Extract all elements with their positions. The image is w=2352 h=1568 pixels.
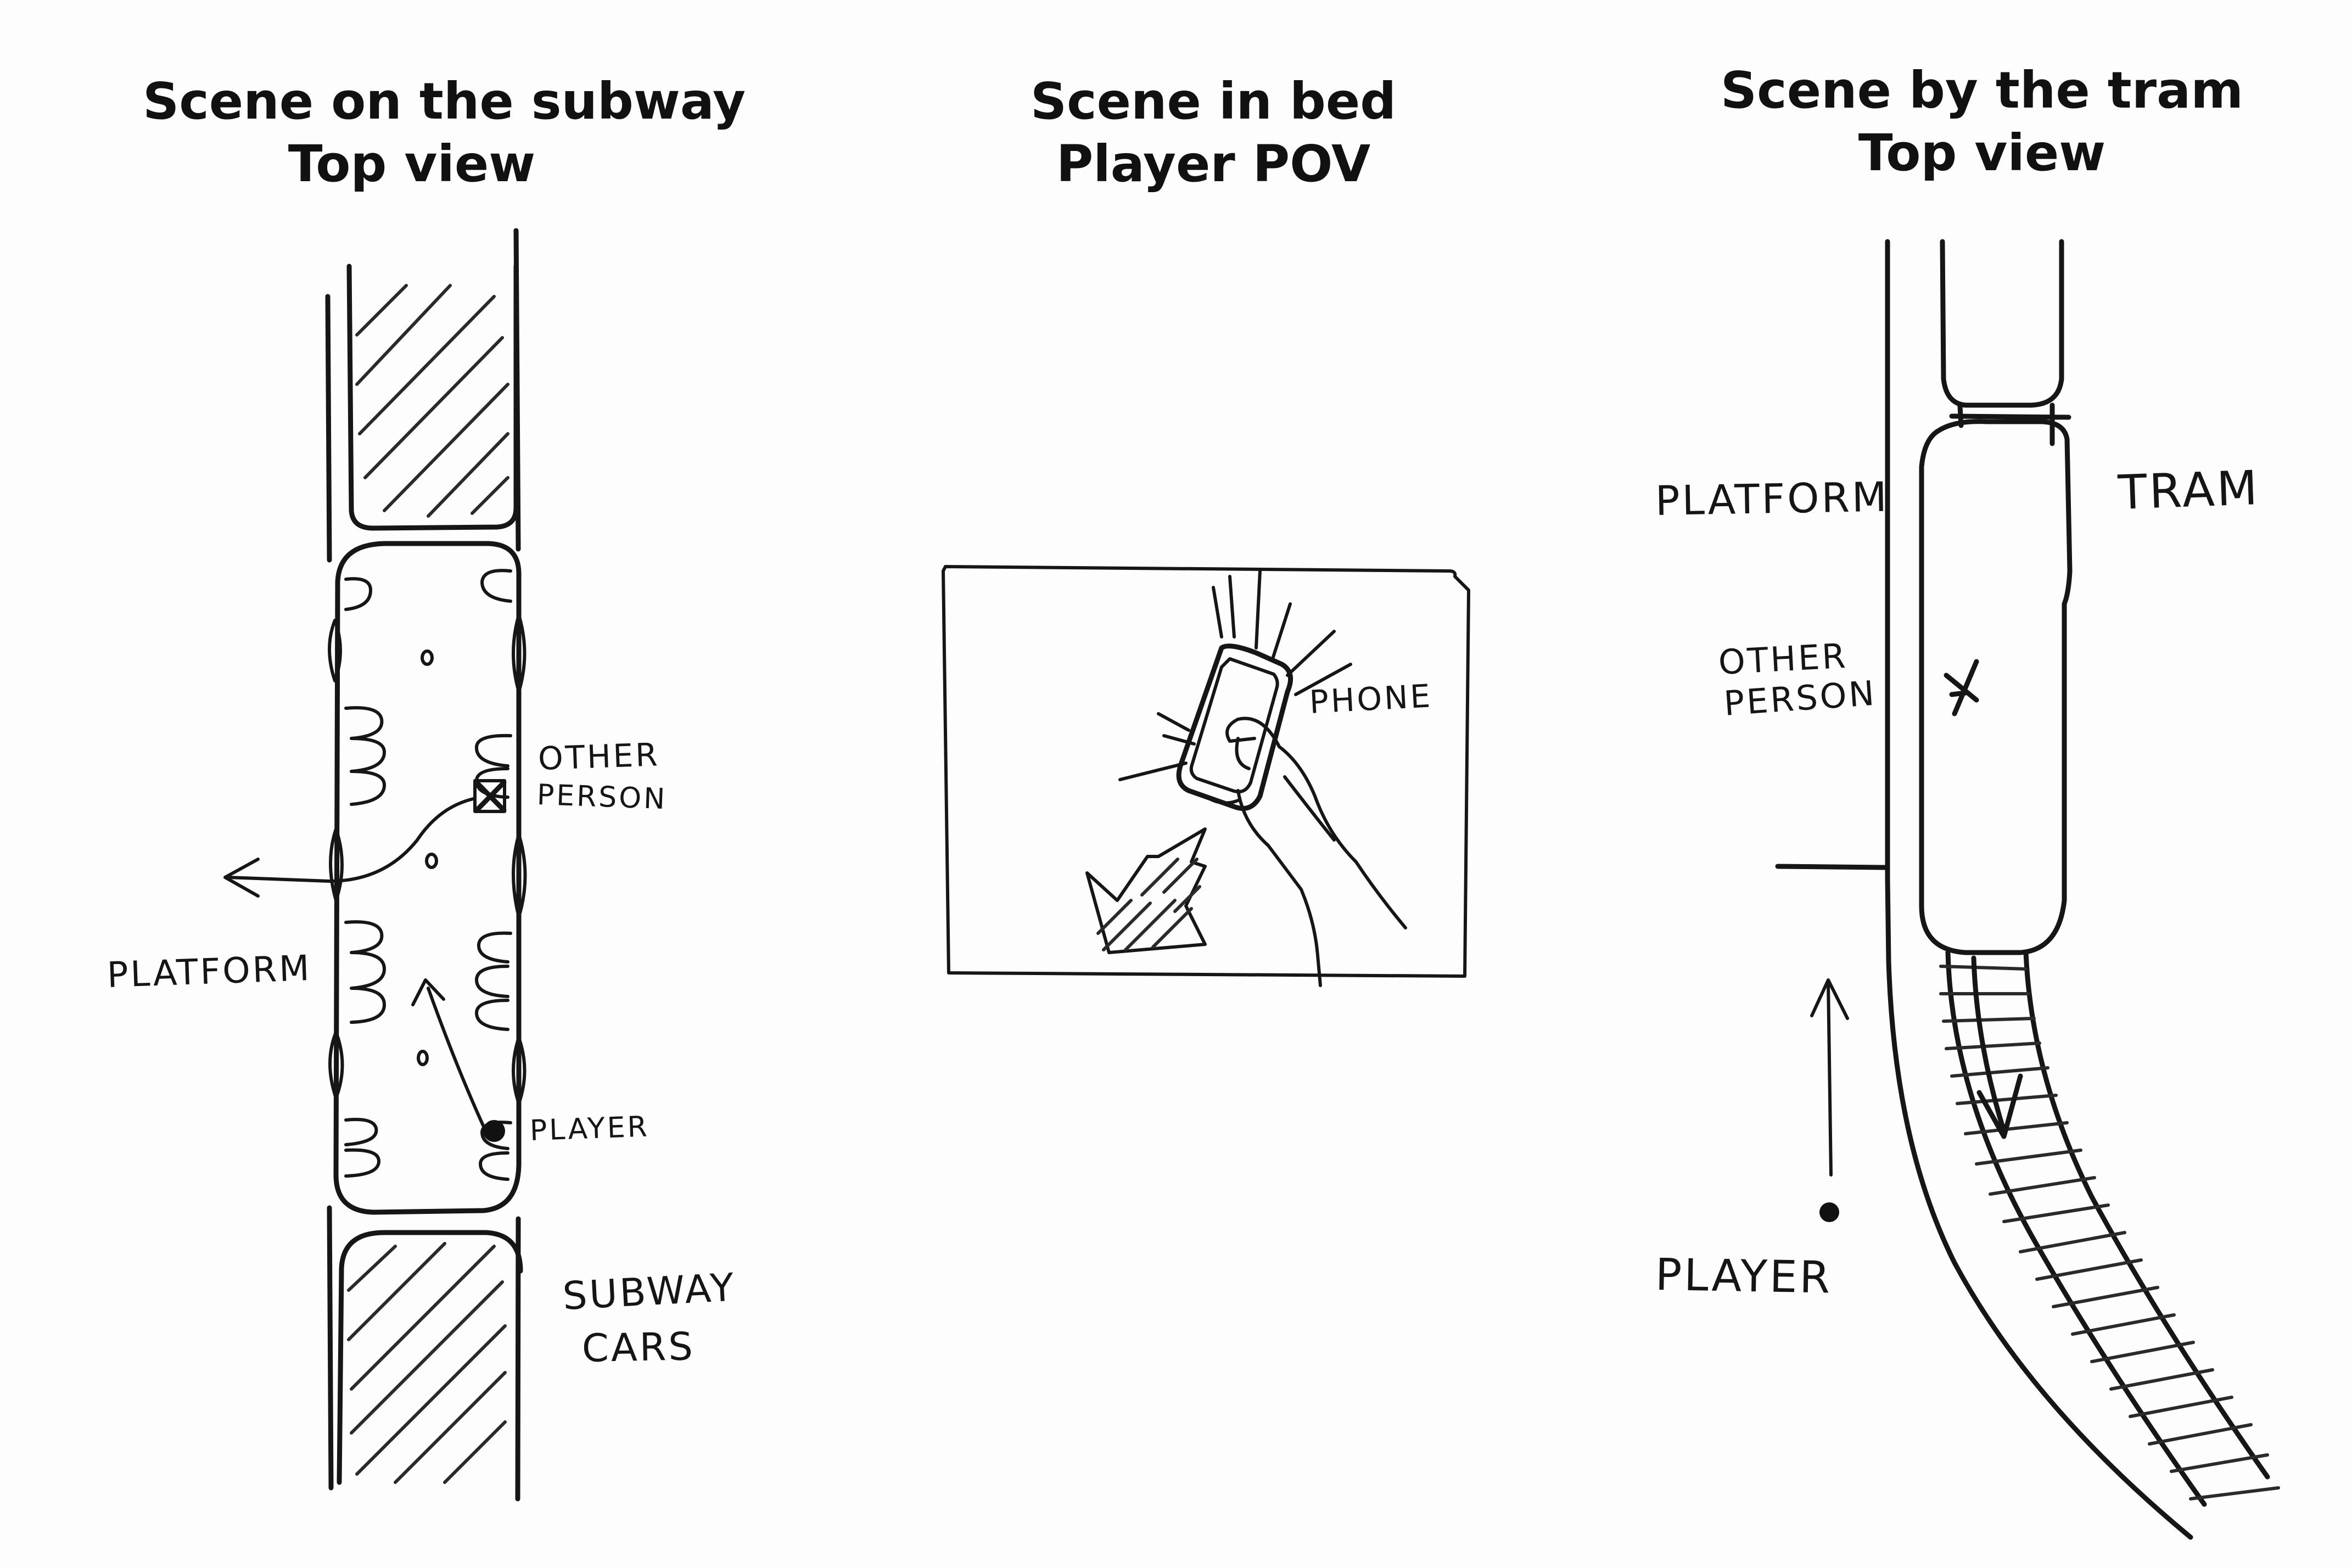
- bed-scene-sketch: [942, 565, 1470, 987]
- platform-wall-left-bottom: [327, 1205, 334, 1491]
- seats-right: [474, 569, 512, 1181]
- platform-end-line: [1775, 864, 1889, 870]
- tram-title-line2: Top view: [1858, 124, 2106, 182]
- phone-sketch: [1176, 643, 1293, 811]
- doors-right: [512, 613, 527, 1105]
- other-person-marker: [473, 779, 507, 813]
- other-person-exit-path: [226, 797, 475, 883]
- platform-wall-left-top: [325, 294, 332, 563]
- subway-cars-label-line1: SUBWAY: [561, 1264, 737, 1319]
- tram-title-line1: Scene by the tram: [1720, 61, 2244, 120]
- bed-title: Scene in bed Player POV: [944, 70, 1482, 195]
- player-dot: [483, 1120, 505, 1142]
- tram-player-arrow: [1810, 978, 1849, 1177]
- exit-arrowhead: [223, 858, 260, 898]
- phone-label: PHONE: [1308, 677, 1433, 721]
- pov-frame: [942, 565, 1470, 978]
- subway-car-current: [333, 541, 522, 1215]
- subway-other-person-label-line2: PERSON: [536, 779, 668, 816]
- subway-title: Scene on the subway Top view: [143, 70, 746, 195]
- subway-title-line2: Top view: [288, 135, 536, 193]
- subway-car-upper: [346, 264, 519, 531]
- tram-car-front: [1940, 239, 2071, 446]
- tram-player-dot: [1819, 1202, 1839, 1222]
- player-move-arrowhead: [411, 978, 445, 1006]
- swipe-arrow: [1085, 827, 1207, 954]
- subway-cars-label-line2: CARS: [581, 1324, 696, 1371]
- phone-glow-lines: [1118, 569, 1352, 781]
- subway-platform-label: PLATFORM: [106, 948, 312, 996]
- player-move-path: [427, 987, 485, 1127]
- tram-move-arrow: [1971, 955, 2023, 1139]
- tram-other-person-marker: [1944, 659, 1979, 716]
- bed-title-line1: Scene in bed: [1030, 72, 1397, 131]
- subway-other-person-label-line1: OTHER: [537, 736, 660, 777]
- tram-car-main: [1919, 419, 2073, 955]
- poles: [417, 649, 438, 1066]
- tram-title: Scene by the tram Top view: [1713, 59, 2251, 184]
- subway-scene-sketch: [223, 228, 527, 1502]
- bed-title-line2: Player POV: [1056, 135, 1371, 193]
- tram-label: TRAM: [2117, 461, 2261, 520]
- seats-left: [344, 577, 386, 1178]
- subway-player-label: PLAYER: [529, 1110, 650, 1147]
- platform-edge: [1885, 239, 2193, 1540]
- subway-title-line1: Scene on the subway: [143, 72, 746, 131]
- tram-platform-label: PLATFORM: [1655, 473, 1890, 525]
- tram-player-label: PLAYER: [1655, 1249, 1833, 1303]
- subway-car-lower: [337, 1230, 523, 1485]
- doors-left: [328, 619, 344, 1100]
- tram-other-person-label-line1: OTHER: [1717, 635, 1849, 682]
- tram-tracks: [1939, 950, 2280, 1507]
- hand-sketch: [1203, 716, 1407, 987]
- tram-scene-sketch: [1775, 239, 2280, 1540]
